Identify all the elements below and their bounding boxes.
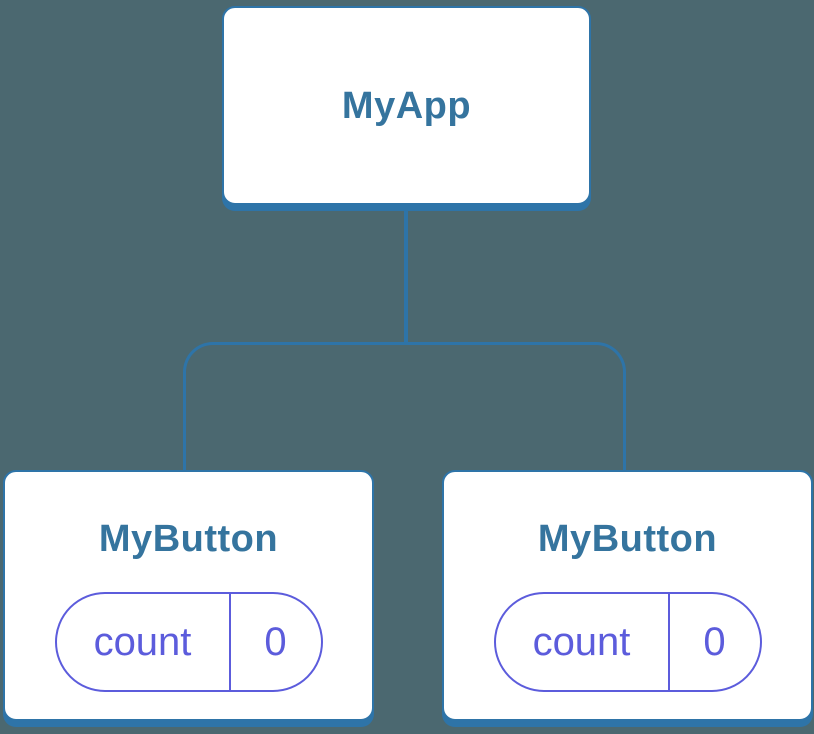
state-value-2: 0 bbox=[703, 619, 726, 664]
state-value-1: 0 bbox=[264, 619, 287, 664]
state-key-1: count bbox=[57, 594, 231, 690]
state-pill-1: count 0 bbox=[54, 592, 323, 692]
connector-bracket bbox=[183, 342, 626, 470]
node-label-mybutton-2: MyButton bbox=[537, 518, 718, 560]
node-label-mybutton-1: MyButton bbox=[98, 518, 279, 560]
tree-node-myapp: MyApp bbox=[222, 6, 591, 205]
tree-node-mybutton-2: MyButton count 0 bbox=[442, 470, 813, 721]
connector-stem bbox=[404, 210, 408, 344]
node-label-myapp: MyApp bbox=[341, 84, 472, 127]
state-key-2: count bbox=[496, 594, 670, 690]
state-pill-2: count 0 bbox=[493, 592, 762, 692]
tree-node-mybutton-1: MyButton count 0 bbox=[3, 470, 374, 721]
